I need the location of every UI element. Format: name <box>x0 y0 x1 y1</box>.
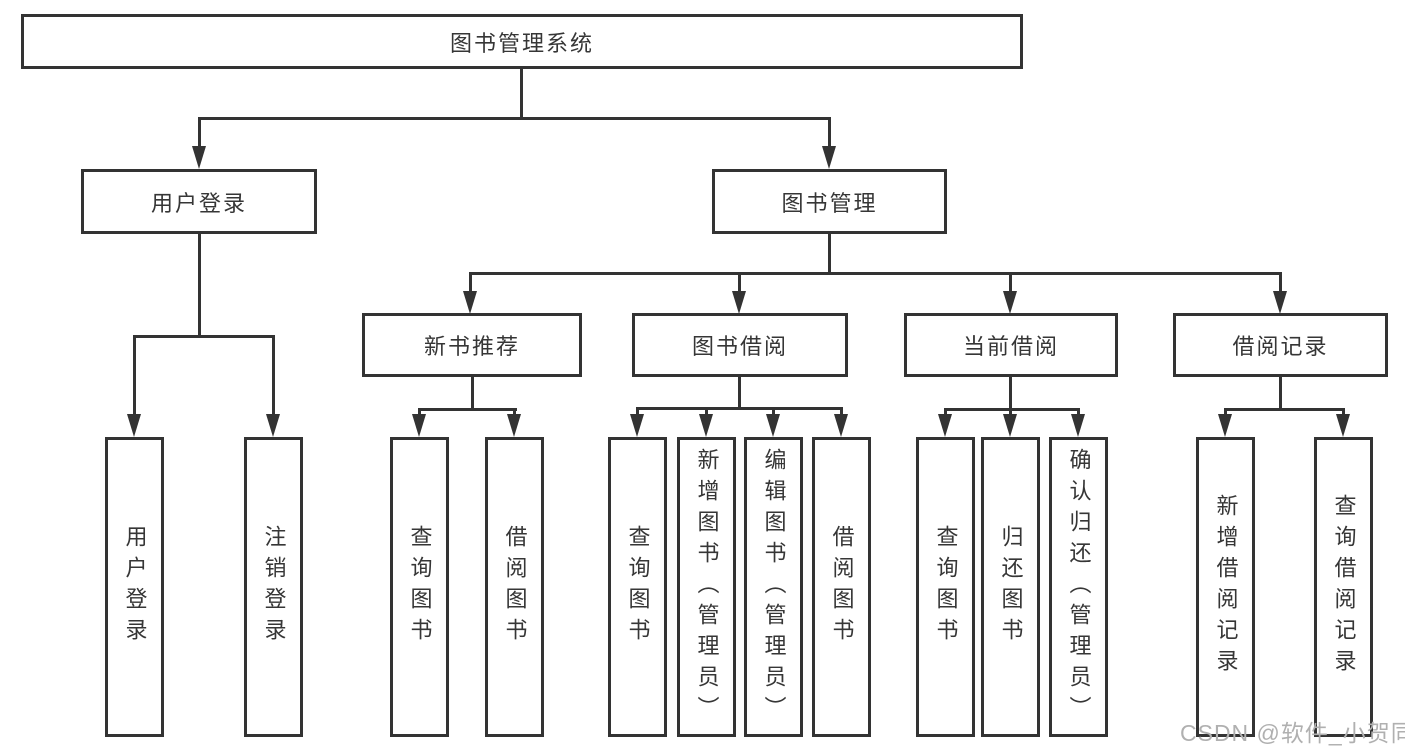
node-leaf-logout: 注销登录 <box>244 437 303 737</box>
arrow-down-icon <box>507 414 521 437</box>
arrow-down-icon <box>822 146 836 169</box>
connector-line <box>133 335 275 338</box>
arrow-down-icon <box>732 291 746 314</box>
connector-line <box>513 408 516 417</box>
connector-line <box>705 407 708 417</box>
connector-line <box>469 272 1282 275</box>
arrow-down-icon <box>266 414 280 437</box>
arrow-down-icon <box>463 291 477 314</box>
connector-line <box>133 335 136 415</box>
arrow-down-icon <box>938 414 952 437</box>
node-leaf-query-books: 查询图书 <box>390 437 449 737</box>
node-book-management: 图书管理 <box>712 169 947 234</box>
node-new-book-recommend: 新书推荐 <box>362 313 582 377</box>
connector-line <box>1279 272 1282 293</box>
connector-line <box>418 408 421 417</box>
connector-line <box>1009 408 1012 417</box>
node-leaf-confirm-return-admin: 确认归还（管理员） <box>1049 437 1108 737</box>
connector-line <box>1279 377 1282 411</box>
node-leaf-return-books: 归还图书 <box>981 437 1040 737</box>
arrow-down-icon <box>1336 414 1350 437</box>
node-leaf-borrow-books: 借阅图书 <box>485 437 544 737</box>
connector-line <box>772 407 775 417</box>
arrow-down-icon <box>699 414 713 437</box>
node-borrow-records: 借阅记录 <box>1173 313 1388 377</box>
connector-line <box>944 408 1080 411</box>
node-leaf-edit-book-admin: 编辑图书（管理员） <box>744 437 803 737</box>
connector-line <box>198 117 831 120</box>
arrow-down-icon <box>630 414 644 437</box>
connector-line <box>828 234 831 275</box>
arrow-down-icon <box>834 414 848 437</box>
arrow-down-icon <box>1071 414 1085 437</box>
arrow-down-icon <box>1003 291 1017 314</box>
connector-line <box>636 407 639 417</box>
connector-line <box>840 407 843 417</box>
arrow-down-icon <box>1273 291 1287 314</box>
node-leaf-user-login: 用户登录 <box>105 437 164 737</box>
connector-line <box>1009 377 1012 411</box>
node-book-borrowing: 图书借阅 <box>632 313 848 377</box>
connector-line <box>738 377 741 410</box>
node-leaf-add-book-admin: 新增图书（管理员） <box>677 437 736 737</box>
node-leaf-borrow-books: 借阅图书 <box>812 437 871 737</box>
connector-line <box>198 117 201 149</box>
node-library-management-system: 图书管理系统 <box>21 14 1023 69</box>
node-leaf-query-books: 查询图书 <box>608 437 667 737</box>
arrow-down-icon <box>192 146 206 169</box>
connector-line <box>1224 408 1345 411</box>
csdn-watermark: CSDN @软件_小贺同学 <box>1180 720 1405 746</box>
arrow-down-icon <box>1003 414 1017 437</box>
node-leaf-add-borrow-record: 新增借阅记录 <box>1196 437 1255 737</box>
node-leaf-query-books: 查询图书 <box>916 437 975 737</box>
connector-line <box>1077 408 1080 417</box>
arrow-down-icon <box>1218 414 1232 437</box>
connector-line <box>738 272 741 293</box>
node-user-login-branch: 用户登录 <box>81 169 317 234</box>
connector-line <box>636 407 843 410</box>
connector-line <box>1009 272 1012 293</box>
connector-line <box>418 408 517 411</box>
connector-line <box>272 335 275 415</box>
arrow-down-icon <box>766 414 780 437</box>
connector-line <box>1342 408 1345 417</box>
connector-line <box>944 408 947 417</box>
connector-line <box>471 377 474 411</box>
node-current-borrowing: 当前借阅 <box>904 313 1118 377</box>
connector-line <box>1224 408 1227 417</box>
connector-line <box>469 272 472 293</box>
arrow-down-icon <box>127 414 141 437</box>
arrow-down-icon <box>412 414 426 437</box>
connector-line <box>520 69 523 119</box>
connector-line <box>828 117 831 149</box>
connector-line <box>198 234 201 338</box>
node-leaf-query-borrow-record: 查询借阅记录 <box>1314 437 1373 737</box>
